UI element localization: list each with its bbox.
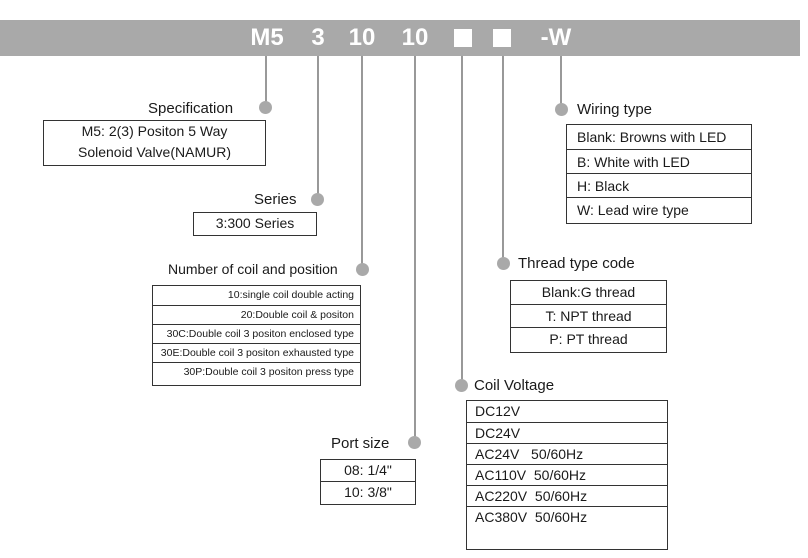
coil-voltage-title: Coil Voltage [474,377,555,394]
specification-row: M5: 2(3) Positon 5 Way [81,123,228,139]
code-part-wiring: -W [540,24,572,51]
coil-position-row: 20:Double coil & positon [153,305,360,324]
thread-type-dot [497,257,510,270]
wiring-type-row: Blank: Browns with LED [577,129,727,145]
coil-position-row: 30E:Double coil 3 positon exhausted type [153,343,360,362]
coil-voltage-row: AC380V 50/60Hz [467,506,667,527]
series-box: 3:300 Series [193,212,317,236]
series-row: 3:300 Series [215,215,295,231]
code-part-coil: 10 [348,24,376,51]
coil-voltage-dot [455,379,468,392]
coil-voltage-row: AC220V 50/60Hz [467,485,667,506]
specification-box: M5: 2(3) Positon 5 Way Solenoid Valve(NA… [43,120,266,166]
code-placeholder-thread [493,29,511,47]
wiring-type-row: B: White with LED [567,149,751,173]
coil-position-box: 10:single coil double acting 20:Double c… [152,285,361,386]
thread-type-title: Thread type code [518,255,635,272]
wiring-type-row: W: Lead wire type [567,197,751,221]
coil-voltage-row: AC24V 50/60Hz [467,443,667,464]
wiring-type-row: H: Black [567,173,751,197]
specification-dot [259,101,272,114]
series-title: Series [254,191,297,208]
thread-type-row: T: NPT thread [511,304,666,327]
wiring-type-dot [555,103,568,116]
coil-position-row: 30P:Double coil 3 positon press type [153,362,360,381]
code-part-m5: M5 [250,24,284,51]
model-code-banner [0,20,800,56]
coil-position-row: 30C:Double coil 3 positon enclosed type [153,324,360,343]
thread-type-row: Blank:G thread [541,284,636,300]
coil-position-title: Number of coil and position [168,261,338,277]
series-dot [311,193,324,206]
port-size-title: Port size [331,435,390,452]
thread-type-row: P: PT thread [511,327,666,350]
port-size-box: 08: 1/4" 10: 3/8" [320,459,416,505]
code-part-series: 3 [311,24,325,51]
coil-voltage-row: AC110V 50/60Hz [467,464,667,485]
code-placeholder-voltage [454,29,472,47]
coil-voltage-row: DC12V [475,403,521,419]
specification-title: Specification [148,100,234,117]
wiring-type-title: Wiring type [577,101,653,118]
wiring-type-box: Blank: Browns with LED B: White with LED… [566,124,752,224]
coil-voltage-box: DC12V DC24V AC24V 50/60Hz AC110V 50/60Hz… [466,400,668,550]
code-part-port: 10 [401,24,429,51]
specification-row: Solenoid Valve(NAMUR) [77,144,231,160]
coil-voltage-row: DC24V [467,422,667,443]
port-size-row: 10: 3/8" [321,481,415,502]
port-size-row: 08: 1/4" [344,462,392,478]
thread-type-box: Blank:G thread T: NPT thread P: PT threa… [510,280,667,353]
port-size-dot [408,436,421,449]
coil-position-row: 10:single coil double acting [227,289,354,301]
coil-position-dot [356,263,369,276]
